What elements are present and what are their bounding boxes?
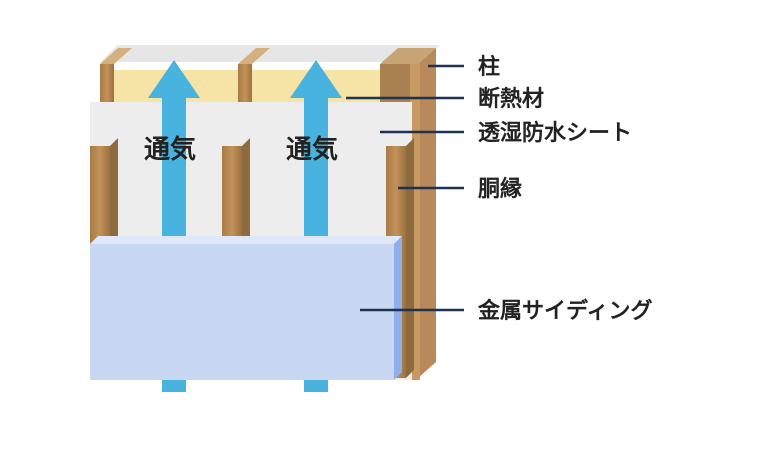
airflow-label-left: 通気 [144,134,196,165]
label-pillar: 柱 [478,55,500,80]
leader-lines [346,64,464,312]
label-furring: 胴縁 [478,176,522,202]
label-insulation: 断熱材 [478,86,544,112]
label-siding: 金属サイディング [477,298,652,324]
right-post [410,48,436,380]
airflow-label-right: 通気 [286,134,338,165]
metal-siding-panel [90,236,402,380]
label-membrane: 透湿防水シート [478,121,632,146]
